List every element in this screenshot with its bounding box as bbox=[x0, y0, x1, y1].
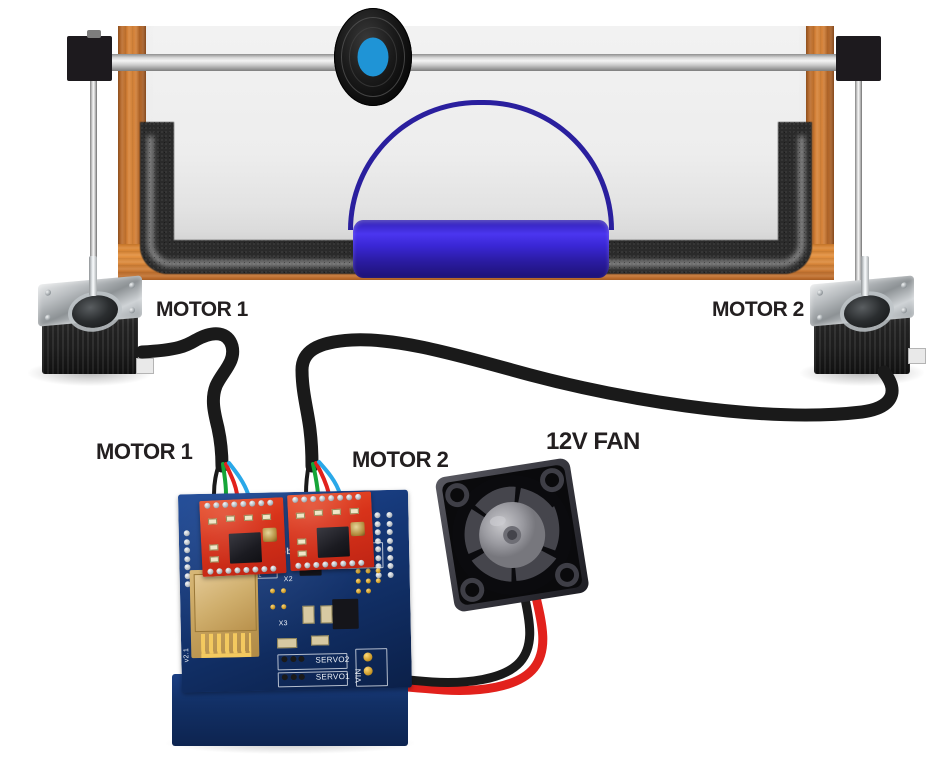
motor-screw-icon bbox=[901, 282, 907, 289]
driver-y-ic bbox=[316, 526, 350, 558]
corner-block-right bbox=[836, 36, 881, 81]
pulley-outer-ring bbox=[341, 17, 405, 97]
capacitor-smd bbox=[320, 605, 333, 624]
resistor-smd bbox=[276, 637, 298, 649]
motor-screw-icon bbox=[129, 307, 135, 314]
servo1-header[interactable] bbox=[281, 673, 305, 681]
blue-cylinder bbox=[353, 220, 609, 278]
silk-x2: X2 bbox=[283, 576, 294, 584]
pcb-antenna bbox=[200, 632, 252, 658]
silk-x3: X3 bbox=[278, 620, 288, 628]
silk-version: v2.1 bbox=[183, 647, 191, 663]
top-pulley bbox=[334, 8, 412, 106]
pulley-hub bbox=[357, 37, 389, 77]
motor-screw-icon bbox=[45, 289, 51, 296]
driver-x-top-pins[interactable] bbox=[204, 499, 274, 509]
motor-right-connector bbox=[908, 348, 926, 364]
silk-servo2: SERVO2 bbox=[315, 654, 350, 665]
stepper-driver-y bbox=[287, 491, 375, 572]
silk-servo1: SERVO1 bbox=[315, 671, 351, 682]
12v-cooling-fan bbox=[435, 458, 589, 612]
module-shield-can bbox=[193, 572, 257, 633]
motor-screw-icon bbox=[817, 314, 823, 321]
driver-x-vref-pot[interactable] bbox=[262, 527, 278, 543]
driver-y-vref-pot[interactable] bbox=[350, 521, 366, 537]
motor-right-shaft bbox=[861, 256, 869, 296]
capacitor-smd bbox=[302, 605, 315, 624]
driver-x-ic bbox=[228, 532, 263, 564]
vin-terminal-pads[interactable] bbox=[363, 652, 373, 676]
corner-block-left bbox=[67, 36, 112, 81]
stepper-motor-left bbox=[28, 256, 154, 386]
label-motor-2-top: MOTOR 2 bbox=[712, 298, 804, 321]
vertical-rod-right bbox=[855, 66, 862, 296]
stepper-driver-x bbox=[199, 497, 287, 578]
pulley-inner-ring bbox=[349, 27, 397, 87]
header-right-b[interactable] bbox=[386, 511, 394, 578]
motor-screw-icon bbox=[129, 282, 135, 289]
driver-x-bottom-pins[interactable] bbox=[207, 565, 277, 575]
servo2-header[interactable] bbox=[281, 655, 305, 663]
driver-y-top-pins[interactable] bbox=[292, 493, 362, 504]
label-12v-fan: 12V FAN bbox=[546, 428, 640, 455]
ic2-package bbox=[332, 598, 359, 630]
motor-screw-icon bbox=[817, 289, 823, 296]
sensor-via-grid bbox=[355, 568, 387, 594]
resistor-smd bbox=[310, 635, 330, 646]
esp8266-wifi-module bbox=[189, 568, 260, 659]
driver-y-bottom-pins[interactable] bbox=[295, 559, 365, 569]
via-pads-a bbox=[269, 588, 287, 594]
fan-frame bbox=[435, 458, 589, 612]
motor-left-connector bbox=[136, 358, 154, 374]
motor-screw-icon bbox=[45, 314, 51, 321]
motor-screw-icon bbox=[901, 307, 907, 314]
esp32-cnc-shield-board: I2C GND +5 SDA SCL ijrobot SENSOR X1 X2 … bbox=[166, 478, 428, 757]
stepper-motor-right bbox=[800, 256, 926, 386]
vertical-rod-left bbox=[90, 66, 97, 296]
silk-vin: VIN bbox=[353, 668, 363, 683]
label-motor-2-driver: MOTOR 2 bbox=[352, 447, 449, 472]
horizontal-rail bbox=[72, 54, 878, 71]
cnc-shield-pcb: I2C GND +5 SDA SCL ijrobot SENSOR X1 X2 … bbox=[177, 489, 413, 693]
label-motor-1-top: MOTOR 1 bbox=[156, 298, 248, 321]
via-pads-b bbox=[270, 604, 287, 610]
corner-block-left-cap bbox=[87, 30, 101, 38]
motor-left-shaft bbox=[89, 256, 97, 296]
label-motor-1-driver: MOTOR 1 bbox=[96, 439, 193, 464]
